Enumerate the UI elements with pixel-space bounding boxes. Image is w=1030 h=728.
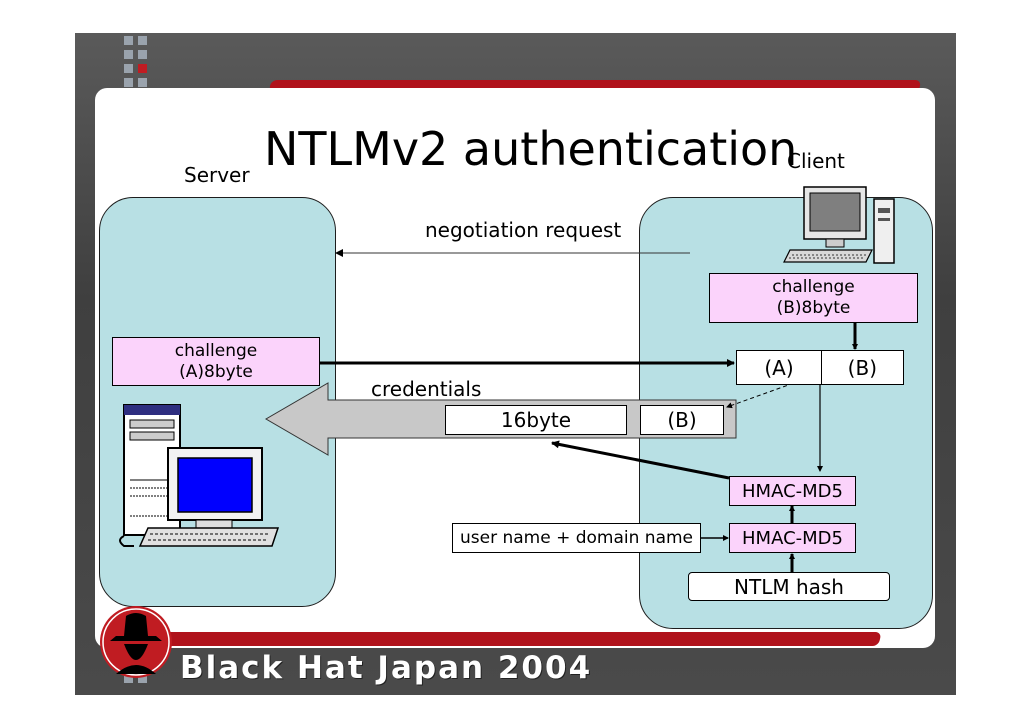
nonce-b-cell: (B) bbox=[821, 350, 904, 385]
challenge-b-box: challenge (B)8byte bbox=[709, 273, 918, 323]
slide-title: NTLMv2 authentication bbox=[264, 122, 798, 176]
server-label: Server bbox=[184, 163, 250, 187]
hmac-md5-box-1: HMAC-MD5 bbox=[729, 476, 856, 506]
hmac-md5-box-2: HMAC-MD5 bbox=[729, 523, 856, 553]
client-label: Client bbox=[787, 149, 845, 173]
hmac-to-16byte-arrow bbox=[551, 440, 730, 480]
footer-brand: Black Hat Japan 2004 bbox=[180, 650, 593, 686]
negotiation-label: negotiation request bbox=[425, 218, 622, 242]
b-copy-dashed-line bbox=[726, 368, 834, 409]
response-b-box: (B) bbox=[640, 405, 724, 435]
user-domain-box: user name + domain name bbox=[452, 523, 701, 553]
challenge-a-box: challenge (A)8byte bbox=[112, 337, 320, 386]
ntlm-hash-box: NTLM hash bbox=[688, 572, 890, 601]
response-16byte-box: 16byte bbox=[445, 405, 627, 435]
credentials-label: credentials bbox=[371, 377, 482, 401]
